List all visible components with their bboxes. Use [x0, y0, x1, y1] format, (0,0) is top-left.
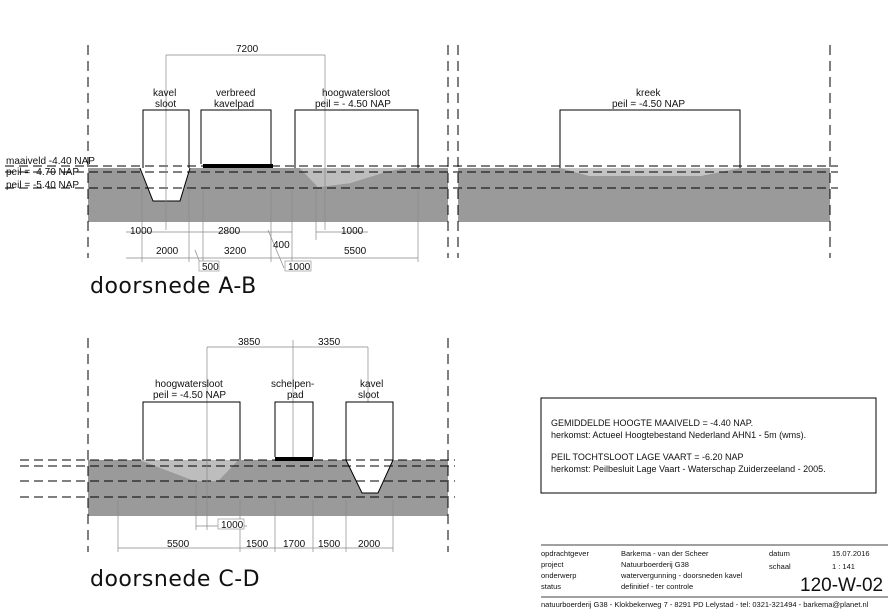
dim-ab-2000: 2000 — [156, 246, 179, 257]
label-cd-hoogwatersloot-peil: peil = -4.50 NAP — [153, 390, 226, 401]
dim-3850: 3850 — [238, 337, 261, 348]
tb-drawing-number: 120-W-02 — [800, 575, 883, 596]
note-line-3: PEIL TOCHTSLOOT LAGE VAART = -6.20 NAP — [551, 452, 744, 462]
tb-datum-label: datum — [769, 549, 790, 558]
tb-opdrachtgever-label: opdrachtgever — [541, 549, 589, 558]
label-kreek: kreek — [636, 88, 661, 99]
hoogwatersloot-water-ab — [300, 168, 405, 187]
label-kavelpad: kavelpad — [214, 99, 254, 110]
tb-opdrachtgever-value: Barkema - van der Scheer — [621, 549, 709, 558]
note-line-2: herkomst: Actueel Hoogtebestand Nederlan… — [551, 430, 806, 440]
dim-cd-5500: 5500 — [167, 539, 190, 550]
ground-ab-right — [458, 168, 830, 222]
tb-onderwerp-value: watervergunning - doorsneden kavel — [620, 571, 743, 580]
dim-cd-2000: 2000 — [358, 539, 381, 550]
label-kavel: kavel — [153, 88, 176, 99]
label-hoogwatersloot: hoogwatersloot — [322, 88, 390, 99]
tb-status-label: status — [541, 582, 561, 591]
tb-project-label: project — [541, 560, 564, 569]
tb-schaal-label: schaal — [769, 562, 791, 571]
kavelsloot-ab — [140, 168, 190, 201]
dim-cd-1500a: 1500 — [246, 539, 269, 550]
title-doorsnede-ab: doorsnede A-B — [90, 274, 257, 299]
hoogwatersloot-water-cd — [140, 460, 238, 481]
section-cd: 3850 3350 hoogwatersloot peil = -4.50 NA… — [20, 337, 455, 592]
label-cd-sloot: sloot — [358, 390, 379, 401]
label-kreek-peil: peil = -4.50 NAP — [612, 99, 685, 110]
tb-footer: natuurboerderij G38 - Klokbekerweg 7 - 8… — [541, 600, 869, 609]
tb-status-value: definitief - ter controle — [621, 582, 693, 591]
dim-cd-1500b: 1500 — [318, 539, 341, 550]
note-line-4: herkomst: Peilbesluit Lage Vaart - Water… — [551, 464, 826, 474]
dim-ab-1000b: 1000 — [341, 226, 364, 237]
tb-datum-value: 15.07.2016 — [832, 549, 870, 558]
label-cd-hoogwatersloot: hoogwatersloot — [155, 379, 223, 390]
label-sloot: sloot — [155, 99, 176, 110]
tb-onderwerp-label: onderwerp — [541, 571, 576, 580]
dim-ab-1000a: 1000 — [130, 226, 153, 237]
notes-box: GEMIDDELDE HOOGTE MAAIVELD = -4.40 NAP. … — [540, 397, 877, 494]
dim-cd-1000: 1000 — [221, 520, 244, 531]
label-verbreed: verbreed — [216, 88, 255, 99]
ground-cd — [88, 460, 448, 516]
title-doorsnede-cd: doorsnede C-D — [90, 567, 260, 592]
tb-project-value: Natuurboerderij G38 — [621, 560, 689, 569]
label-cd-kavel: kavel — [360, 379, 383, 390]
dim-ab-3200: 3200 — [224, 246, 247, 257]
note-line-1: GEMIDDELDE HOOGTE MAAIVELD = -4.40 NAP. — [551, 418, 753, 428]
tb-schaal-value: 1 : 141 — [832, 562, 855, 571]
label-hoogwatersloot-peil: peil = - 4.50 NAP — [315, 99, 391, 110]
dim-ab-400: 400 — [273, 240, 290, 251]
dim-3350: 3350 — [318, 337, 341, 348]
dim-ab-1000c: 1000 — [288, 262, 311, 273]
dim-7200: 7200 — [236, 44, 259, 55]
level-peil-540: peil = -5.40 NAP — [6, 180, 79, 191]
label-pad: pad — [287, 390, 304, 401]
title-block: opdrachtgever Barkema - van der Scheer p… — [541, 544, 888, 609]
level-peil-470: peil = -4.70 NAP — [6, 167, 79, 178]
dim-ab-5500: 5500 — [344, 246, 367, 257]
dim-ab-500: 500 — [202, 262, 219, 273]
dim-cd-1700: 1700 — [283, 539, 306, 550]
label-schelpen: schelpen- — [271, 379, 314, 390]
section-ab: 7200 kavel sloot verbreed kavelpad hoogw… — [5, 44, 838, 299]
dim-ab-2800: 2800 — [218, 226, 241, 237]
kavelpad-surface — [203, 164, 273, 168]
level-maaiveld: maaiveld -4.40 NAP — [6, 156, 95, 167]
schelpenpad-surface — [275, 457, 313, 461]
ground-ab-left — [88, 168, 448, 222]
